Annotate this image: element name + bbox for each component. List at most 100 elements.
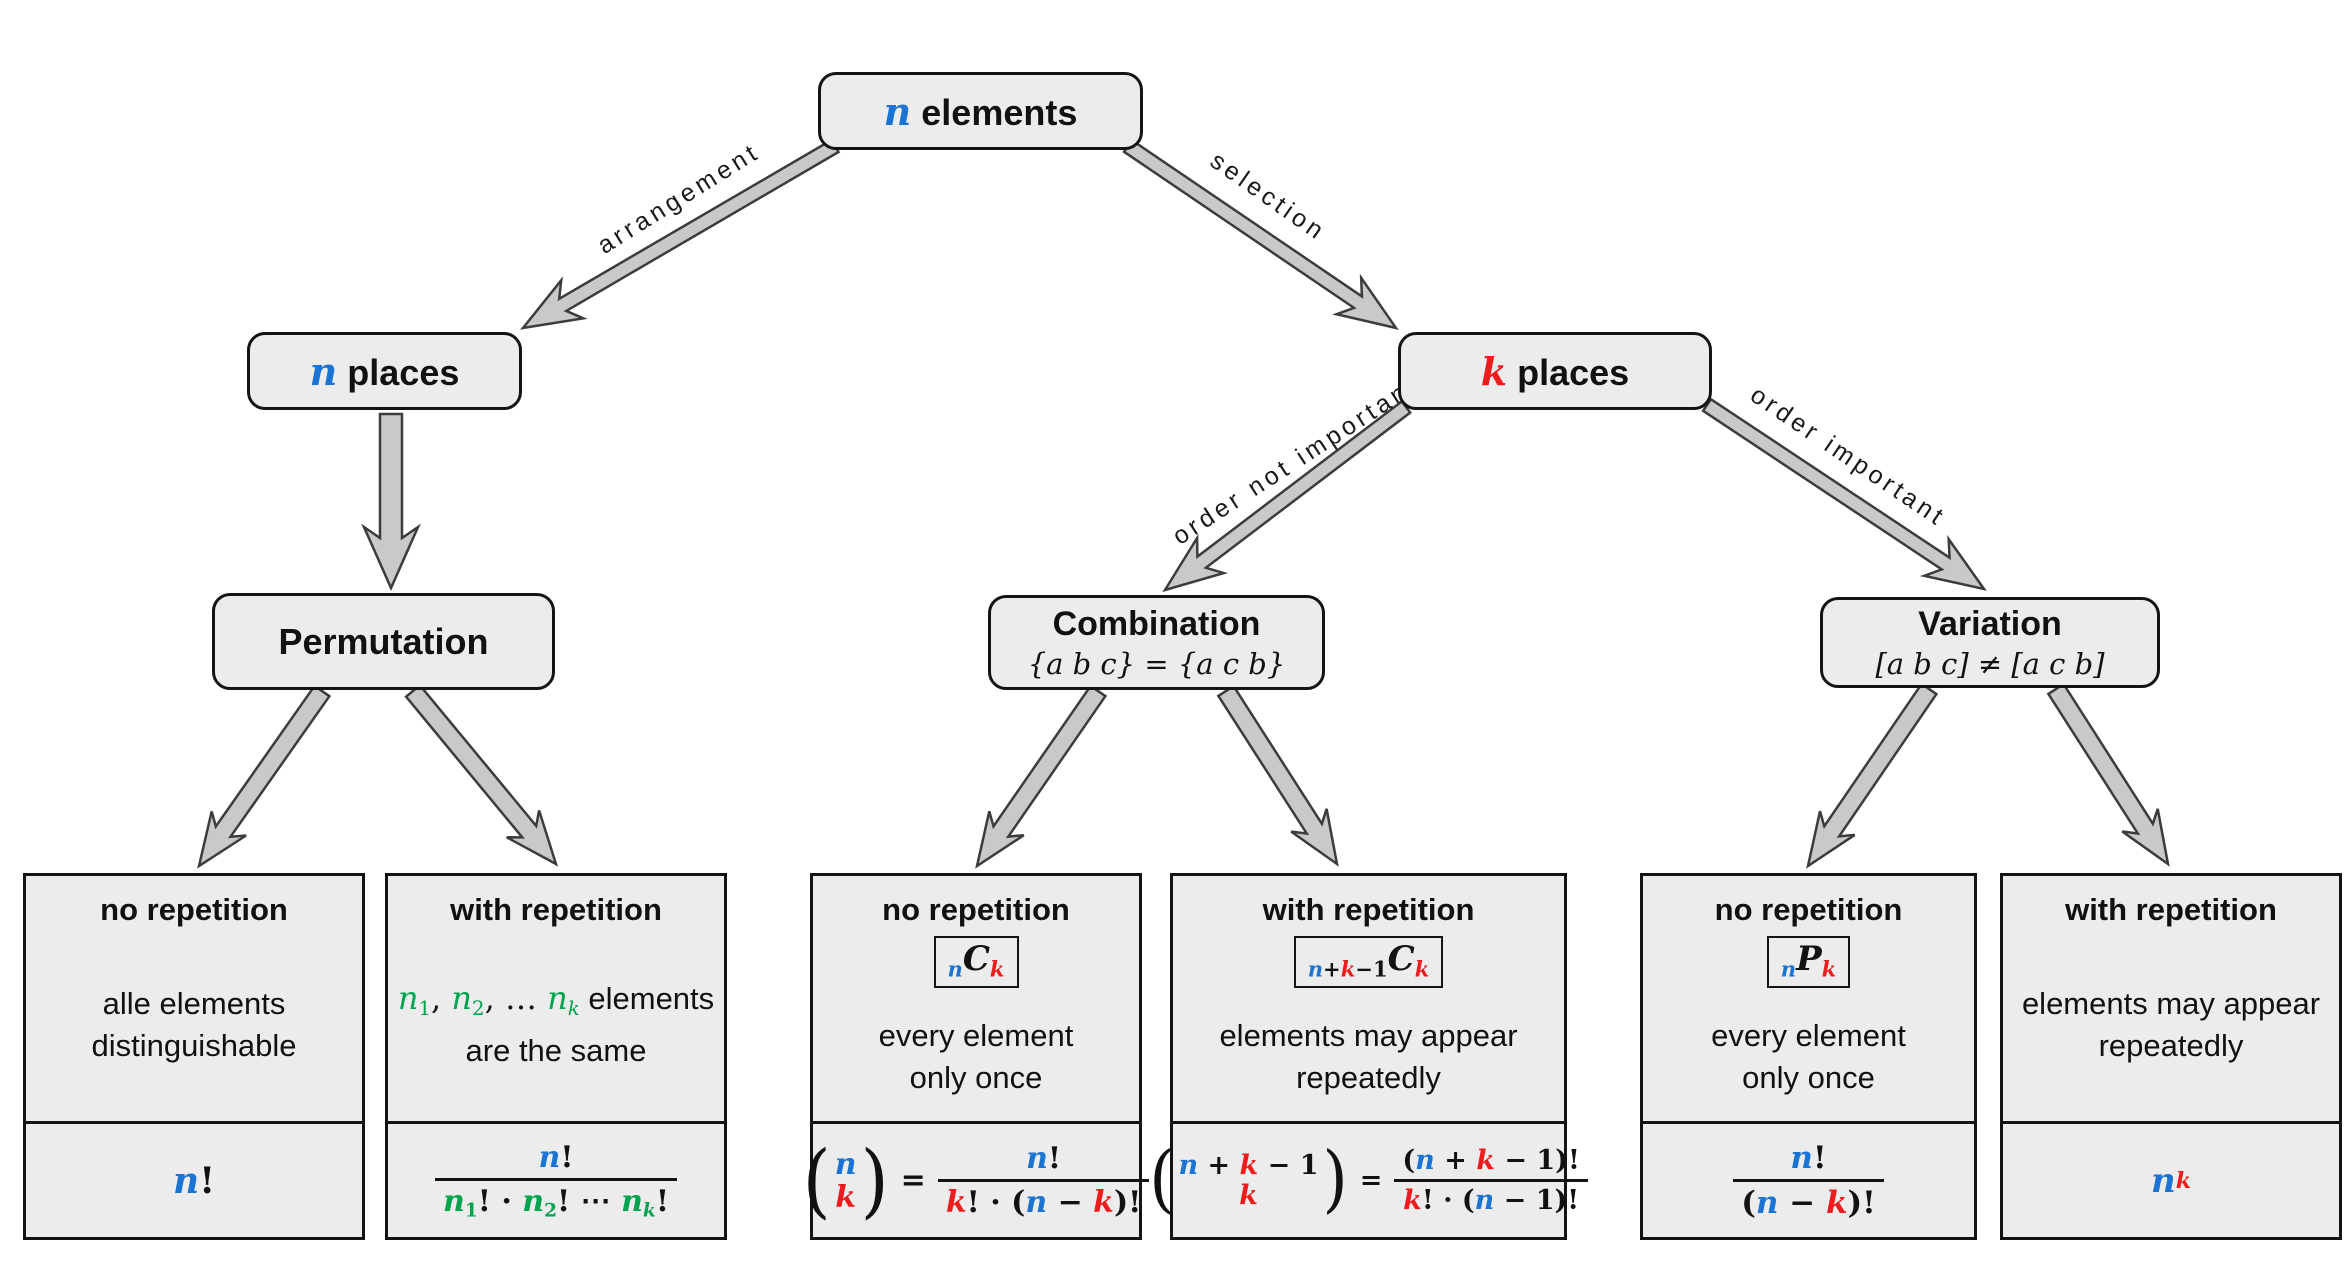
arrow-combination-to-no-repetition [975,684,1108,869]
leaf-body: every element only once [819,998,1133,1115]
leaf-heading: no repetition [100,892,288,927]
binom-top: n [834,1146,857,1182]
node-permutation: Permutation [212,593,555,690]
formula-numerator: n! [1026,1141,1062,1176]
left-paren: ( [802,1133,831,1228]
leaf-divider [1643,1121,1974,1124]
formula-partial-permutation: n! (n − k)! [1733,1140,1884,1221]
var-n: n [883,88,912,134]
binom-bottom: k [1239,1179,1258,1211]
fraction-bar [1733,1179,1884,1182]
arrow-order-important [1701,397,1987,591]
badge-n-plus-k-minus-1-Ck: n+k−1Ck [1293,936,1444,989]
arrow-n-places-to-permutation [361,412,421,592]
node-n-elements: n elements [818,72,1143,150]
badge-wrap: nPk [1643,936,1974,989]
leaf-body-line: distinguishable [91,1027,297,1063]
equals-sign: = [900,1163,926,1198]
node-k-places-text: places [1517,351,1630,393]
leaf-body: every element only once [1649,998,1968,1115]
fraction-bar [1394,1179,1588,1182]
leaf-body-line: every element [878,1017,1074,1053]
right-paren: ) [1322,1137,1348,1222]
leaf-heading: with repetition [2065,892,2277,927]
leaf-permutation-with-repetition: with repetition n1, n2, … nk elements ar… [385,873,727,1240]
node-variation: Variation [a b c] ≠ [a c b] [1820,597,2160,688]
fraction-bar [937,1179,1150,1182]
leaf-body-line: repeatedly [2098,1027,2244,1063]
leaf-divider [26,1121,362,1124]
node-variation-title: Variation [1918,604,2062,643]
leaf-combination-with-repetition: with repetition n+k−1Ck elements may app… [1149,873,1588,1240]
binom-top: n + k − 1 [1178,1149,1319,1181]
leaf-body-line: every element [1711,1017,1906,1053]
leaf-body-line: elements may appear [1219,1017,1518,1053]
node-combination-subtitle: {a b c} = {a c b} [1027,646,1286,681]
leaf-combination-no-repetition: no repetition nCk every element only onc… [803,873,1150,1240]
leaf-body-line: only once [909,1059,1043,1095]
leaf-body-line: only once [1742,1059,1875,1095]
leaf-heading: no repetition [882,892,1070,927]
badge-wrap: nCk [813,936,1139,989]
formula-binomial-repetition: ( n + k − 1 k ) = (n + k − 1)! k! · (n −… [1149,1137,1588,1222]
arrow-combination-to-with-repetition [1216,684,1339,867]
formula-numerator: n! [1790,1140,1827,1176]
badge-nPk: nPk [1766,936,1851,989]
leaf-body: elements may appear repeatedly [2009,946,2333,1103]
formula-numerator: n! [538,1139,574,1175]
leaf-variation-with-repetition: with repetition elements may appear repe… [2000,873,2342,1240]
arrow-order-not-important [1162,399,1412,593]
var-n: n [309,348,338,394]
leaf-divider [388,1121,724,1124]
node-combination-title: Combination [1052,604,1261,643]
node-n-elements-title: n elements [884,89,1078,134]
node-variation-subtitle: [a b c] ≠ [a c b] [1875,646,2105,681]
node-k-places: k places [1398,332,1712,410]
leaf-heading: with repetition [1262,892,1475,927]
leaf-divider [813,1121,1139,1124]
leaf-body-mathline: n1, n2, … nk elements [397,979,715,1020]
leaf-heading: no repetition [1714,892,1903,927]
node-combination: Combination {a b c} = {a c b} [988,595,1325,690]
formula-numerator: (n + k − 1)! [1402,1145,1580,1176]
badge-nCk: nCk [933,936,1019,989]
formula-denominator: k! · (n − 1)! [1403,1185,1580,1216]
leaf-permutation-no-repetition: no repetition alle elements distinguisha… [23,873,365,1240]
arrow-selection [1122,138,1399,330]
arrow-variation-to-with-repetition [2046,682,2170,867]
formula-denominator: (n − k)! [1741,1185,1876,1221]
formula-n-factorial: n! [173,1159,215,1202]
equals-sign: = [1359,1165,1383,1196]
leaf-body-line: repeatedly [1296,1059,1441,1095]
binom-bottom: k [835,1179,857,1215]
arrow-permutation-to-no-repetition [197,684,332,869]
left-paren: ( [1149,1137,1175,1222]
arrow-permutation-to-with-repetition [404,683,559,867]
formula-denominator: k! · (n − k)! [945,1185,1142,1220]
node-permutation-title: Permutation [278,620,489,662]
formula-binomial: ( n k ) = n! k! · (n − k)! [802,1133,1150,1228]
leaf-body: elements may appear repeatedly [1179,998,1558,1115]
leaf-divider [2003,1121,2339,1124]
node-n-elements-text: elements [921,91,1078,133]
leaf-body-line: are the same [465,1032,647,1068]
arrow-arrangement [519,138,841,330]
node-n-places-text: places [347,351,460,393]
badge-wrap: n+k−1Ck [1173,936,1564,989]
leaf-body: alle elements distinguishable [32,946,356,1103]
leaf-divider [1173,1121,1564,1124]
leaf-body-line: elements may appear [2021,985,2321,1021]
formula-multinomial: n! n1! · n2! ⋯ nk! [435,1139,677,1222]
node-n-places-title: n places [310,349,460,394]
leaf-variation-no-repetition: no repetition nPk every element only onc… [1640,873,1977,1240]
var-k: k [1480,348,1508,394]
node-n-places: n places [247,332,522,410]
leaf-heading: with repetition [450,892,662,927]
arrow-variation-to-no-repetition [1806,682,1939,869]
fraction-bar [435,1177,677,1181]
leaf-body-line: alle elements [102,985,286,1021]
formula-denominator: n1! · n2! ⋯ nk! [443,1183,669,1222]
